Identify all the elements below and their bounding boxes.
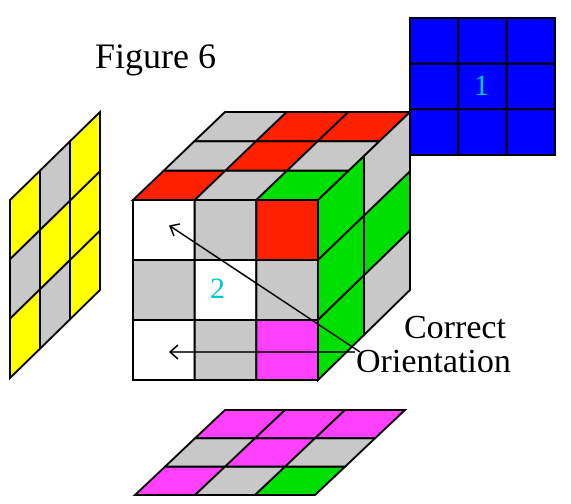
orientation-arrows: [168, 223, 361, 360]
figure-title: Figure 6: [95, 36, 216, 76]
sticker: [409, 17, 460, 65]
sticker: [505, 62, 556, 111]
face-2-number: 2: [210, 272, 225, 305]
diagonal-arrow-head: [168, 223, 181, 237]
diagonal-arrow-line: [169, 225, 361, 353]
face-1-number: 1: [474, 69, 489, 102]
sticker: [193, 259, 258, 321]
sticker: [255, 199, 319, 261]
sticker: [505, 108, 556, 156]
sticker: [132, 319, 196, 381]
sticker: [132, 199, 196, 261]
sticker: [69, 228, 101, 322]
sticker: [252, 465, 348, 496]
cube-right-face: [317, 109, 411, 383]
sticker: [409, 108, 460, 156]
sticker: [409, 62, 460, 111]
sticker: [505, 17, 556, 65]
correct-label: Correct: [404, 309, 507, 346]
sticker: [255, 319, 319, 381]
sticker: [132, 259, 196, 321]
sticker: [457, 108, 508, 156]
cube-top-face: [130, 111, 413, 201]
orientation-label: Orientation: [356, 343, 511, 380]
sticker: [193, 199, 258, 261]
sticker: [457, 17, 508, 65]
face-bottom-grid: [132, 409, 408, 496]
face-left-yellow-grid: [9, 109, 101, 381]
sticker: [363, 228, 411, 338]
cube-front-face-2: [132, 199, 319, 381]
sticker: [193, 319, 258, 381]
face-1-blue-grid: [409, 17, 556, 156]
horizontal-arrow-head: [168, 344, 179, 360]
